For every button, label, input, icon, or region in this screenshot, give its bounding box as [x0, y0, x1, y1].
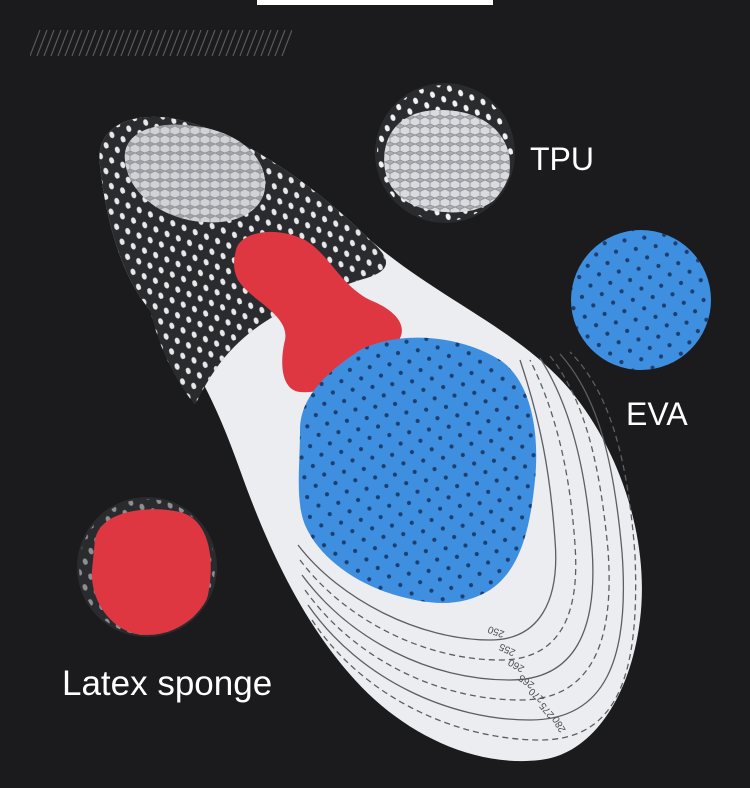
latex-closeup-circle	[77, 497, 217, 637]
size-trim-lines	[297, 351, 637, 741]
tpu-closeup-circle	[375, 83, 515, 223]
eva-closeup-circle	[571, 230, 711, 370]
top-accent-bar	[257, 0, 493, 5]
decorative-hatch	[30, 30, 292, 56]
tpu-label: TPU	[530, 141, 594, 177]
eva-label: EVA	[626, 396, 688, 432]
latex-sponge-label: Latex sponge	[62, 664, 273, 703]
